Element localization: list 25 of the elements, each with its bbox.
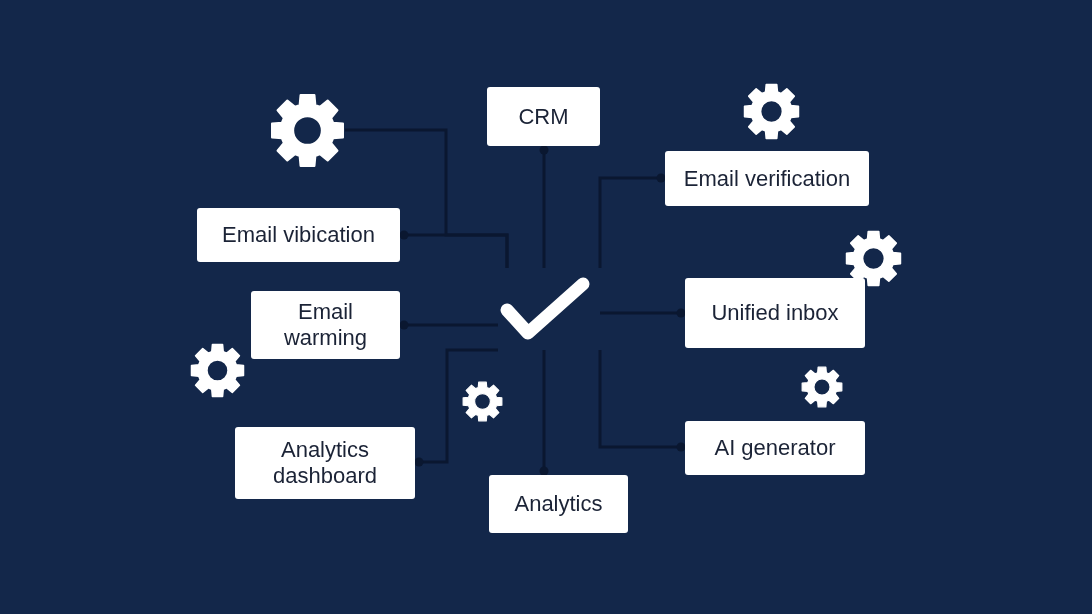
connector-line	[399, 230, 509, 268]
connector-line	[598, 350, 686, 452]
feature-card	[489, 475, 628, 533]
connector-line	[598, 173, 666, 268]
connector-line	[399, 320, 498, 330]
connector-line	[539, 350, 549, 476]
feature-label: Unified inbox	[711, 300, 839, 326]
feature-card	[197, 208, 400, 262]
feature-card	[251, 291, 400, 359]
connector-line	[414, 348, 498, 467]
feature-card	[487, 87, 600, 146]
feature-card	[685, 278, 865, 348]
feature-label: AI generator	[714, 435, 836, 461]
feature-label: Analytics dashboard	[272, 437, 378, 489]
feature-label: Email warming	[282, 299, 369, 351]
feature-card	[685, 421, 865, 475]
gear-icon	[270, 93, 345, 168]
feature-label: Analytics	[514, 491, 603, 517]
connector-line	[600, 308, 686, 318]
feature-card	[235, 427, 415, 499]
connector-line	[539, 145, 549, 268]
feature-label: Email verification	[683, 165, 851, 192]
feature-card	[665, 151, 869, 206]
feature-label: CRM	[518, 103, 569, 130]
feature-label: Email vibication	[222, 222, 375, 248]
